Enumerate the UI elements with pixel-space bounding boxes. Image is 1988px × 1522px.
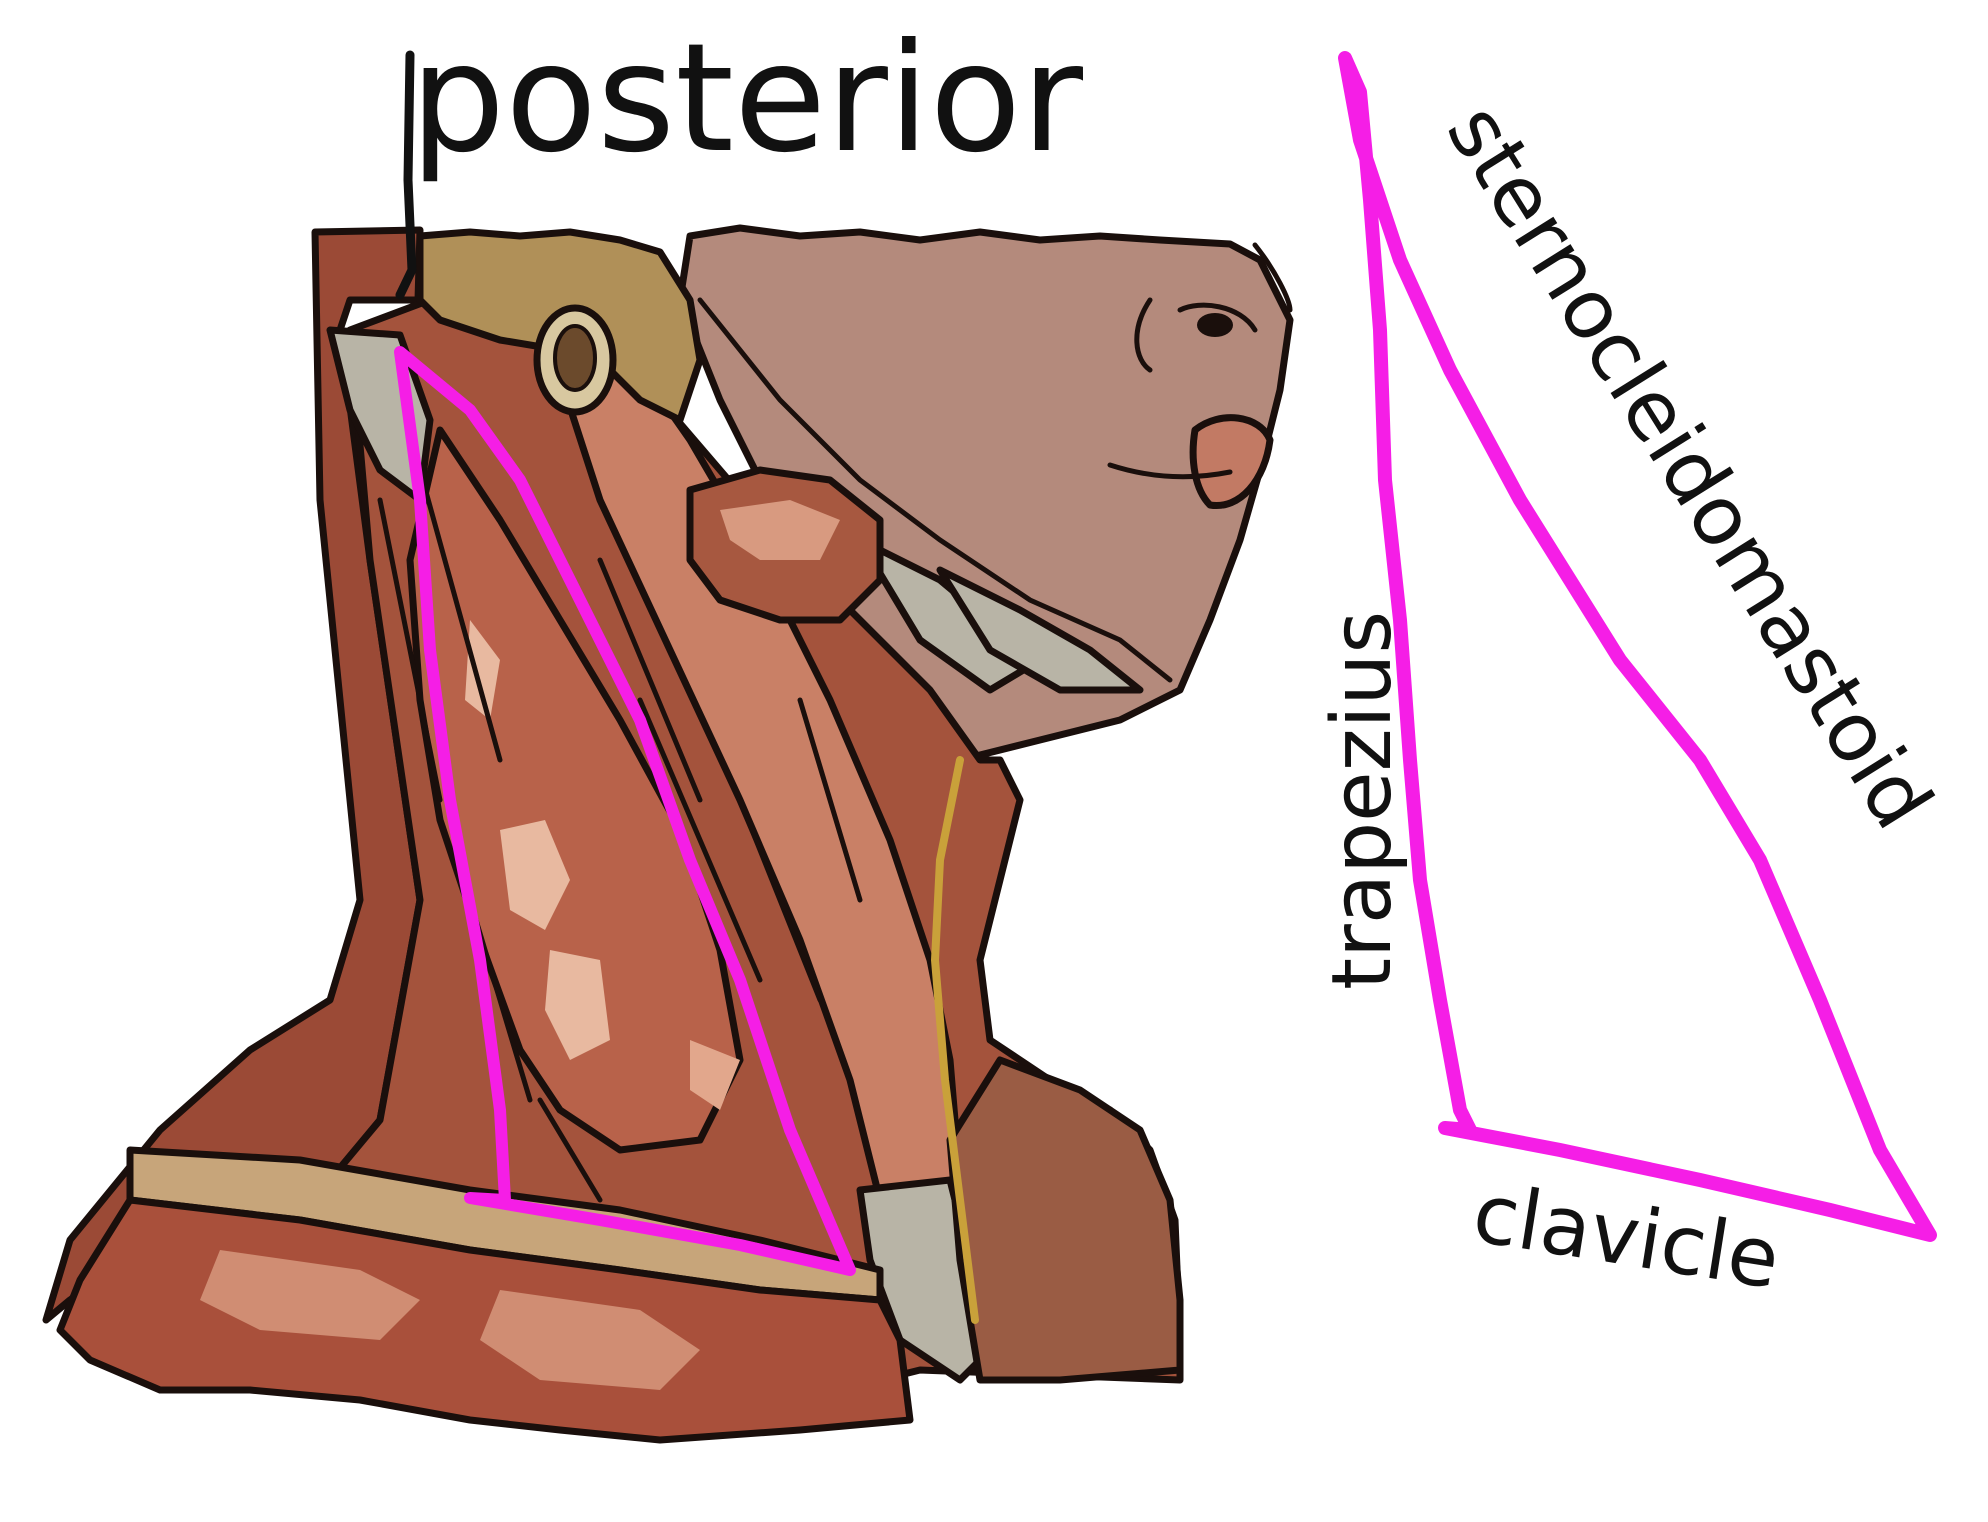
- gland-highlight: [720, 500, 840, 560]
- external-jugular-vein: [930, 756, 979, 1324]
- chest-highlight: [480, 1290, 700, 1390]
- muscle-highlight: [500, 820, 570, 930]
- fascia-strip: [936, 566, 1144, 694]
- jaw-tip: [1252, 242, 1293, 313]
- ear-outline: [1177, 302, 1258, 333]
- triangle-outline: [1338, 51, 1937, 1242]
- label-trapezius: trapezius: [1315, 611, 1410, 990]
- mouth-line: [1107, 462, 1233, 480]
- muscle-highlight: [690, 1040, 740, 1110]
- title-label: posterior: [410, 12, 1083, 186]
- posterior-triangle-overlay: [394, 346, 856, 1276]
- vertebra-center: [553, 324, 597, 392]
- ear-canal: [1197, 313, 1233, 337]
- chest-highlight: [200, 1250, 420, 1340]
- ear: [1134, 297, 1153, 373]
- neck-anatomy-illustration: [42, 224, 1294, 1444]
- lip: [1189, 414, 1274, 510]
- muscle-highlight: [465, 620, 500, 720]
- title-leader-line: [395, 50, 417, 300]
- muscle-fibre-lines: [377, 467, 863, 1203]
- shoulder-skin: [946, 1056, 1184, 1384]
- schematic-triangle: [1338, 51, 1937, 1242]
- muscle-highlight: [545, 950, 610, 1060]
- mandible-border: [697, 297, 1173, 683]
